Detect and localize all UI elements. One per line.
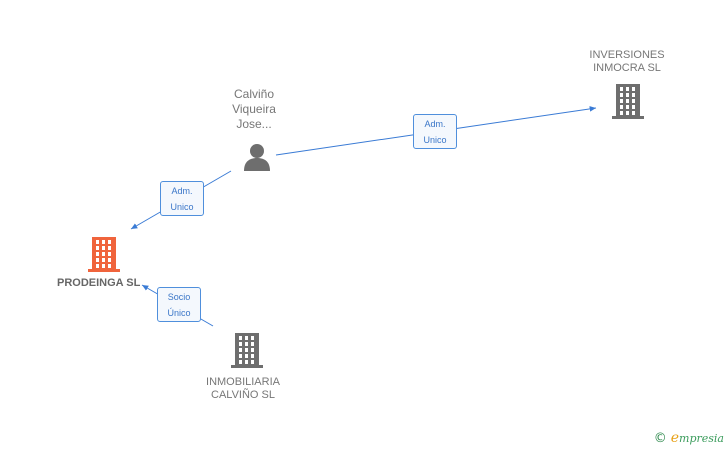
node-label-line: Jose... [236,117,272,131]
edge-label-line: Socio [167,292,191,302]
edge-label-line: Único [167,308,191,318]
edge-label-inmobiliaria-prodeinga[interactable]: Socio Único [157,287,201,322]
person-silhouette [244,144,270,171]
edge-label-person-inversiones[interactable]: Adm. Unico [413,114,457,149]
node-label-inversiones[interactable]: INVERSIONES INMOCRA SL [577,49,677,75]
node-label-line: INMOCRA SL [593,62,661,74]
building-icon-inversiones [612,84,644,119]
person-icon[interactable] [242,142,272,177]
node-label-inmobiliaria[interactable]: INMOBILIARIA CALVIÑO SL [193,376,293,402]
brand-name: mpresia [679,432,724,445]
building-icon-prodeinga [88,237,120,272]
node-label-line: Calviño [233,87,275,101]
node-label-line: INVERSIONES [589,49,665,61]
node-label-person[interactable]: Calviño Viqueira Jose... [214,87,294,132]
building-icon[interactable] [88,237,120,278]
node-label-line: Viqueira [232,102,276,116]
edge-label-line: Unico [170,202,194,212]
edge-label-line: Adm. [424,119,446,129]
brand-watermark: ©empresia [654,430,724,446]
copyright-icon: © [653,431,667,446]
edge-label-line: Adm. [171,186,193,196]
building-icon[interactable] [612,84,644,125]
node-label-line: CALVIÑO SL [211,389,275,401]
brand-initial: e [670,430,680,446]
node-label-prodeinga[interactable]: PRODEINGA SL [57,277,141,289]
node-label-line: INMOBILIARIA [206,376,280,388]
building-icon[interactable] [231,333,263,374]
edge-label-person-prodeinga[interactable]: Adm. Unico [160,181,204,216]
edge-label-line: Unico [423,135,447,145]
building-icon-inmobiliaria [231,333,263,368]
